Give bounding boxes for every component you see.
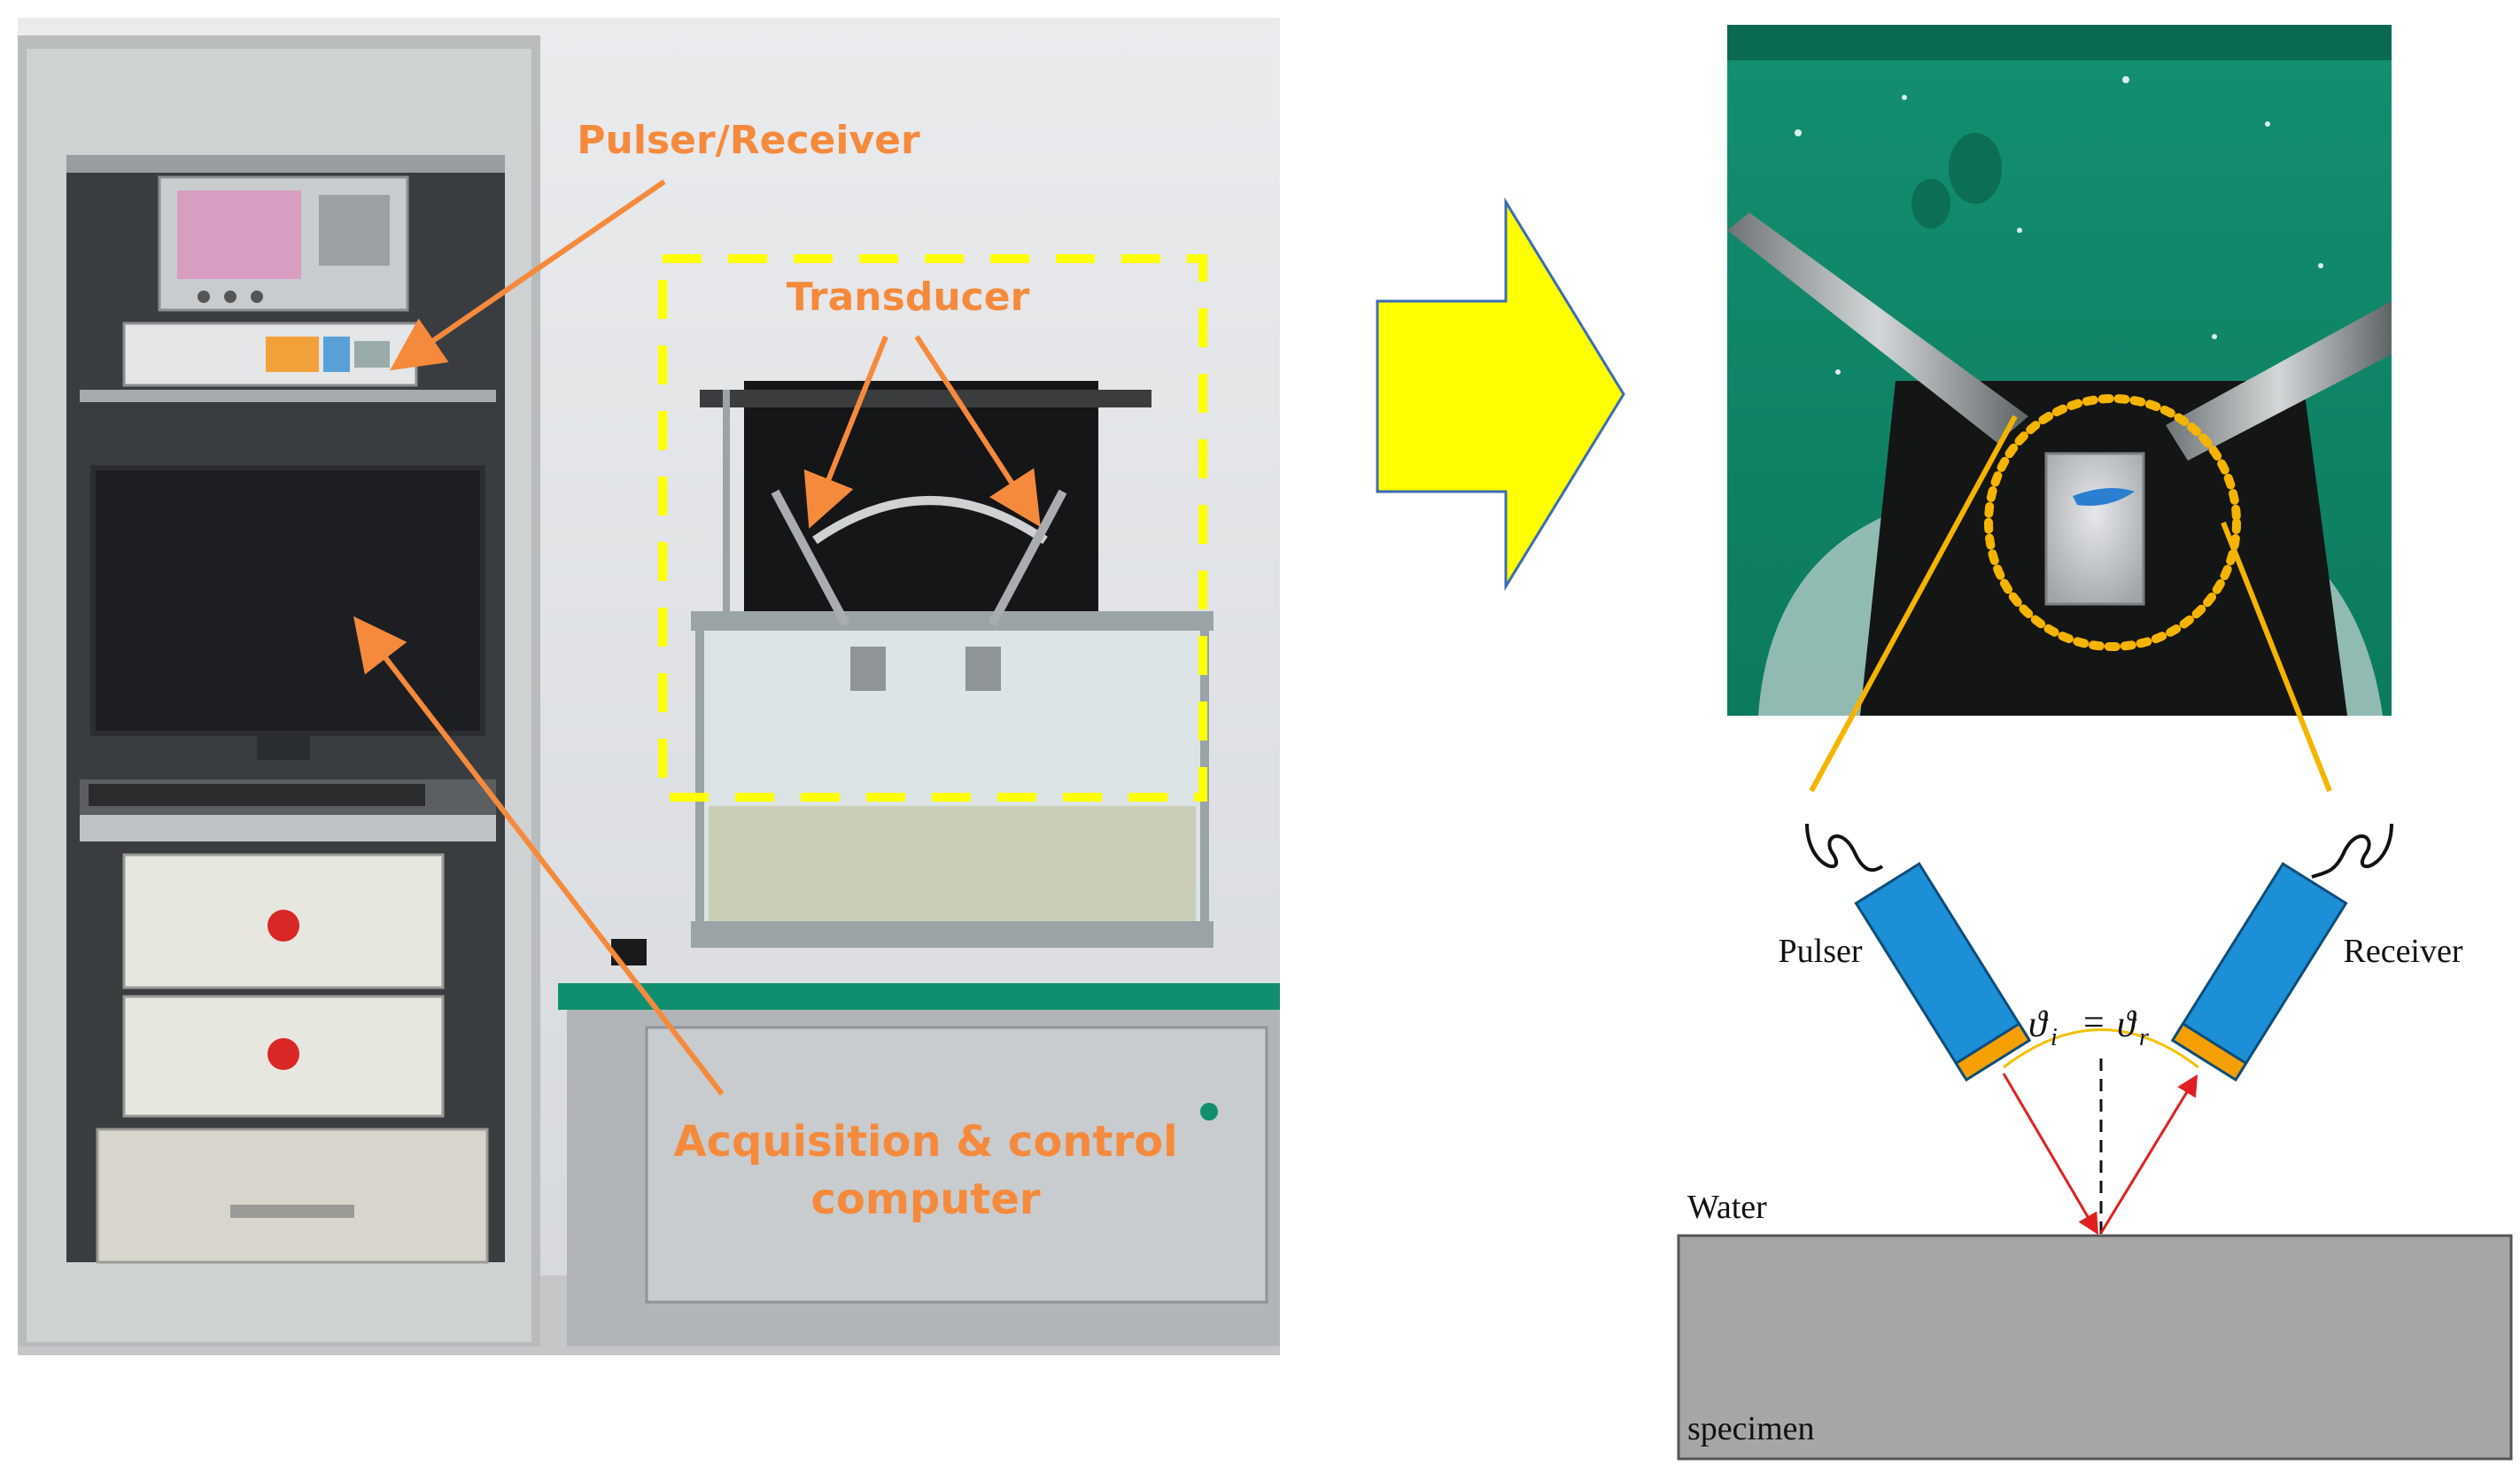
lab-setup-photo: Pulser/Receiver Transducer Acquisition &… <box>18 18 1280 1355</box>
closeup-dotted-circle <box>1984 394 2241 651</box>
angle-equation: ϑ i = ϑ r <box>2028 1003 2149 1051</box>
incident-angle-subscript: i <box>2051 1024 2058 1051</box>
transducer-label: Transducer <box>787 275 1030 320</box>
desk-cabinet <box>558 939 1280 1346</box>
reflected-angle-subscript: r <box>2139 1024 2149 1051</box>
reflection-schematic: Pulser Receiver ϑ i = ϑ r Water specimen <box>1677 823 2513 1461</box>
acquisition-label-line2: computer <box>810 1175 1040 1224</box>
zoom-direction-arrow <box>1376 197 1625 592</box>
incident-beam <box>2002 1073 2099 1236</box>
transducer-closeup-photo <box>1727 25 2392 716</box>
reflected-angle-symbol: ϑ <box>2117 1004 2137 1045</box>
pulser-cable <box>1805 823 1884 872</box>
zoom-line-left <box>1809 415 2018 793</box>
receiver-label: Receiver <box>2343 933 2462 970</box>
monitor <box>90 465 485 736</box>
angle-arc <box>2003 1028 2199 1069</box>
equipment-rack <box>18 35 540 1346</box>
pulser-transducer <box>1854 862 2032 1082</box>
water-label: Water <box>1687 1189 1767 1226</box>
acquisition-label-line1: Acquisition & control <box>673 1117 1177 1167</box>
specimen-label: specimen <box>1687 1410 1815 1447</box>
incident-angle-symbol: ϑ <box>2028 1004 2049 1045</box>
receiver-cable <box>2311 823 2393 879</box>
computer-arrow <box>353 616 725 1096</box>
pulser-receiver-label: Pulser/Receiver <box>577 118 920 163</box>
reflected-beam <box>2099 1074 2198 1234</box>
transducer-arrow-left <box>803 335 888 529</box>
pulser-receiver-arrow <box>390 179 666 371</box>
equals-sign: = <box>2083 1003 2105 1043</box>
transducer-highlight-box <box>658 254 1207 802</box>
specimen-block <box>1677 1234 2513 1461</box>
receiver-transducer <box>2170 862 2348 1082</box>
zoom-line-right <box>2221 521 2332 793</box>
specimen-cube <box>2044 452 2145 606</box>
transducer-arrow-right <box>914 335 1041 528</box>
pulser-label: Pulser <box>1779 933 1863 970</box>
scanner-backplate <box>744 381 1098 611</box>
